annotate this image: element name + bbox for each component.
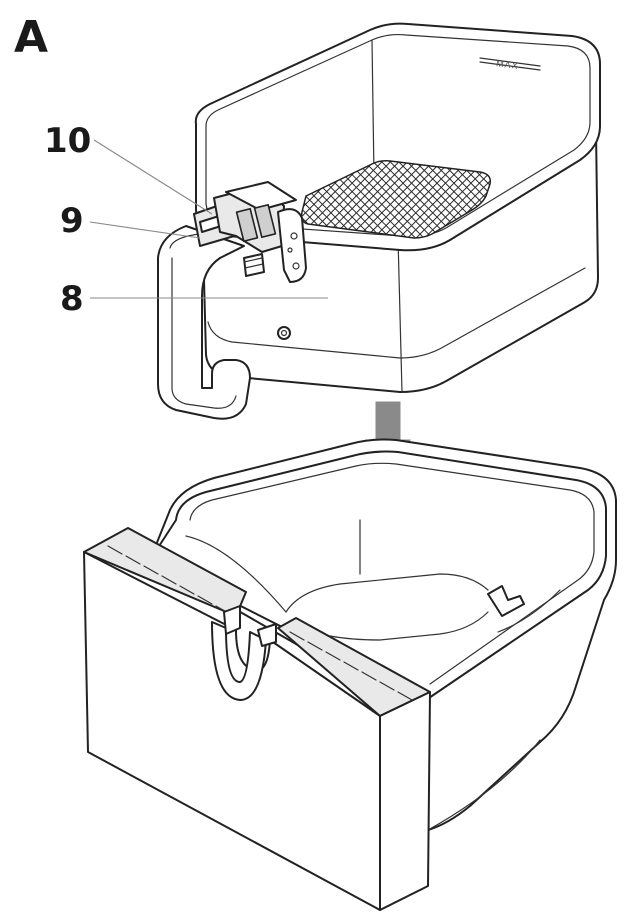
- callout-label-8: 8: [60, 279, 84, 319]
- inner-basket: MAX: [194, 22, 601, 393]
- callout-10: 10: [44, 121, 213, 215]
- callout-9: 9: [60, 201, 201, 241]
- drawer-rim-inner: [189, 462, 595, 685]
- basket-screw-hole: [277, 326, 291, 340]
- figure-letter: A: [14, 12, 48, 63]
- drawer-rim: [149, 450, 607, 701]
- outer-drawer: [149, 438, 617, 831]
- handle-mount-plate: [277, 208, 307, 283]
- drawer-vent-slots: [107, 545, 413, 701]
- handle-grip: [157, 225, 251, 420]
- basket-mesh-floor: [300, 160, 492, 239]
- drawer-front-panel: [83, 527, 431, 911]
- callout-label-9: 9: [60, 201, 84, 241]
- callout-8: 8: [60, 279, 328, 319]
- callout-label-10: 10: [44, 121, 91, 161]
- release-button-assembly: [213, 181, 307, 283]
- max-fill-mark: MAX: [496, 58, 520, 71]
